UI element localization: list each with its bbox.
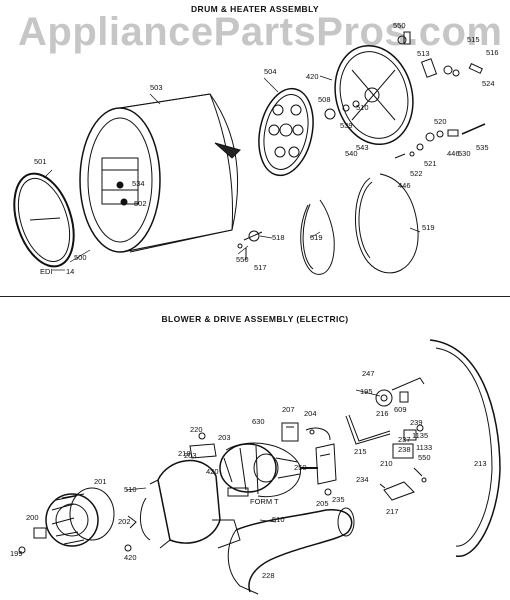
callout-504: 504 (264, 67, 277, 76)
callout-1135: 1135 (412, 431, 428, 440)
callout-203b: 203 (184, 451, 197, 460)
callout-550a: 550 (393, 21, 406, 30)
callout-247: 247 (362, 369, 375, 378)
callout-215: 215 (354, 447, 367, 456)
heater-coil-small (300, 199, 335, 275)
callout-503: 503 (150, 83, 163, 92)
drum-heater-title: DRUM & HEATER ASSEMBLY (191, 4, 319, 14)
switch-assembly (392, 424, 427, 483)
callout-609: 609 (394, 405, 407, 414)
callout-520: 520 (434, 117, 447, 126)
motor-switch (281, 422, 299, 442)
callout-420: 420 (306, 72, 319, 81)
callout-199: 199 (10, 549, 23, 558)
callout-228: 228 (262, 571, 275, 580)
callout-530: 530 (458, 149, 471, 158)
callout-519b: 519 (422, 223, 435, 232)
callout-524: 524 (482, 79, 495, 88)
form-label: FORM T (250, 497, 279, 506)
wheel-clamp (18, 527, 47, 554)
callout-205: 205 (316, 499, 329, 508)
blower-housing (140, 459, 241, 549)
idler-pulley (375, 377, 425, 407)
callout-446b: 446 (398, 181, 411, 190)
callout-519a: 519 (310, 233, 323, 242)
callout-203a: 203 (218, 433, 231, 442)
mounting-bracket (379, 481, 415, 501)
callout-508: 508 (318, 95, 331, 104)
drum-back-panel (258, 87, 314, 177)
motor-clip (305, 427, 331, 441)
callout-518: 518 (272, 233, 285, 242)
callout-540: 540 (345, 149, 358, 158)
callout-630: 630 (252, 417, 265, 426)
callout-201: 201 (94, 477, 107, 486)
drum-belt (429, 339, 501, 557)
callout-522: 522 (410, 169, 423, 178)
housing-clip (124, 515, 137, 552)
shaft-hardware (394, 31, 486, 159)
motor-mount (315, 443, 337, 496)
front-seal-ring (13, 172, 75, 268)
callout-543: 543 (356, 143, 369, 152)
callout-550b: 550 (236, 255, 249, 264)
callout-238: 238 (398, 445, 411, 454)
callout-213: 213 (474, 459, 487, 468)
section-divider (0, 296, 510, 297)
drum (79, 93, 241, 253)
callout-218: 218 (178, 449, 191, 458)
callout-446a: 446 (447, 149, 460, 158)
callout-420c: 420 (124, 553, 137, 562)
callout-500: 500 (74, 253, 87, 262)
callout-216: 216 (376, 409, 389, 418)
callout-521: 521 (424, 159, 437, 168)
callout-539: 539 (340, 121, 353, 130)
callout-220: 220 (190, 425, 203, 434)
leader-lines (43, 75, 421, 523)
callout-239: 239 (410, 418, 423, 427)
blower-mount (189, 432, 217, 459)
callout-250: 250 (294, 463, 307, 472)
callout-235: 235 (332, 495, 345, 504)
callout-502: 502 (134, 199, 147, 208)
callout-420b: 420 (206, 467, 219, 476)
callout-200: 200 (26, 513, 39, 522)
callout-210: 210 (380, 459, 393, 468)
bearing-housing-plate (324, 44, 414, 146)
callout-501: 501 (34, 157, 47, 166)
callout-195: 195 (360, 387, 373, 396)
callout-534: 534 (132, 179, 145, 188)
callout-207: 207 (282, 405, 295, 414)
bottom-callouts: 247 195 216 609 220 203 203 630 207 204 239 1135237… (10, 369, 487, 580)
callout-516: 516 (486, 48, 499, 57)
blower-drive-title: BLOWER & DRIVE ASSEMBLY (ELECTRIC) (161, 314, 349, 324)
callout-234: 234 (356, 475, 369, 484)
callout-535: 535 (476, 143, 489, 152)
callout-510c: 510 (272, 515, 285, 524)
callout-1133: 1133 (416, 443, 432, 452)
idler-arm (345, 414, 391, 445)
exhaust-duct (227, 507, 355, 595)
callout-550c: 550 (418, 453, 431, 462)
callout-515: 515 (467, 35, 480, 44)
callout-510: 510 (356, 103, 369, 112)
callout-202: 202 (118, 517, 131, 526)
callout-237: 237 (398, 435, 411, 444)
watermark-logo: AppliancePartsPros.com (18, 10, 503, 54)
callout-204: 204 (304, 409, 317, 418)
drive-motor (219, 442, 318, 498)
callout-EDI: EDI (40, 267, 53, 276)
heater-coil-large (354, 173, 419, 274)
callout-513: 513 (417, 49, 430, 58)
callout-510b: 510 (124, 485, 137, 494)
callout-517: 517 (254, 263, 267, 272)
roller-clip (237, 230, 263, 260)
blower-wheel (45, 487, 115, 547)
callout-217: 217 (386, 507, 399, 516)
callout-14: 14 (66, 267, 74, 276)
